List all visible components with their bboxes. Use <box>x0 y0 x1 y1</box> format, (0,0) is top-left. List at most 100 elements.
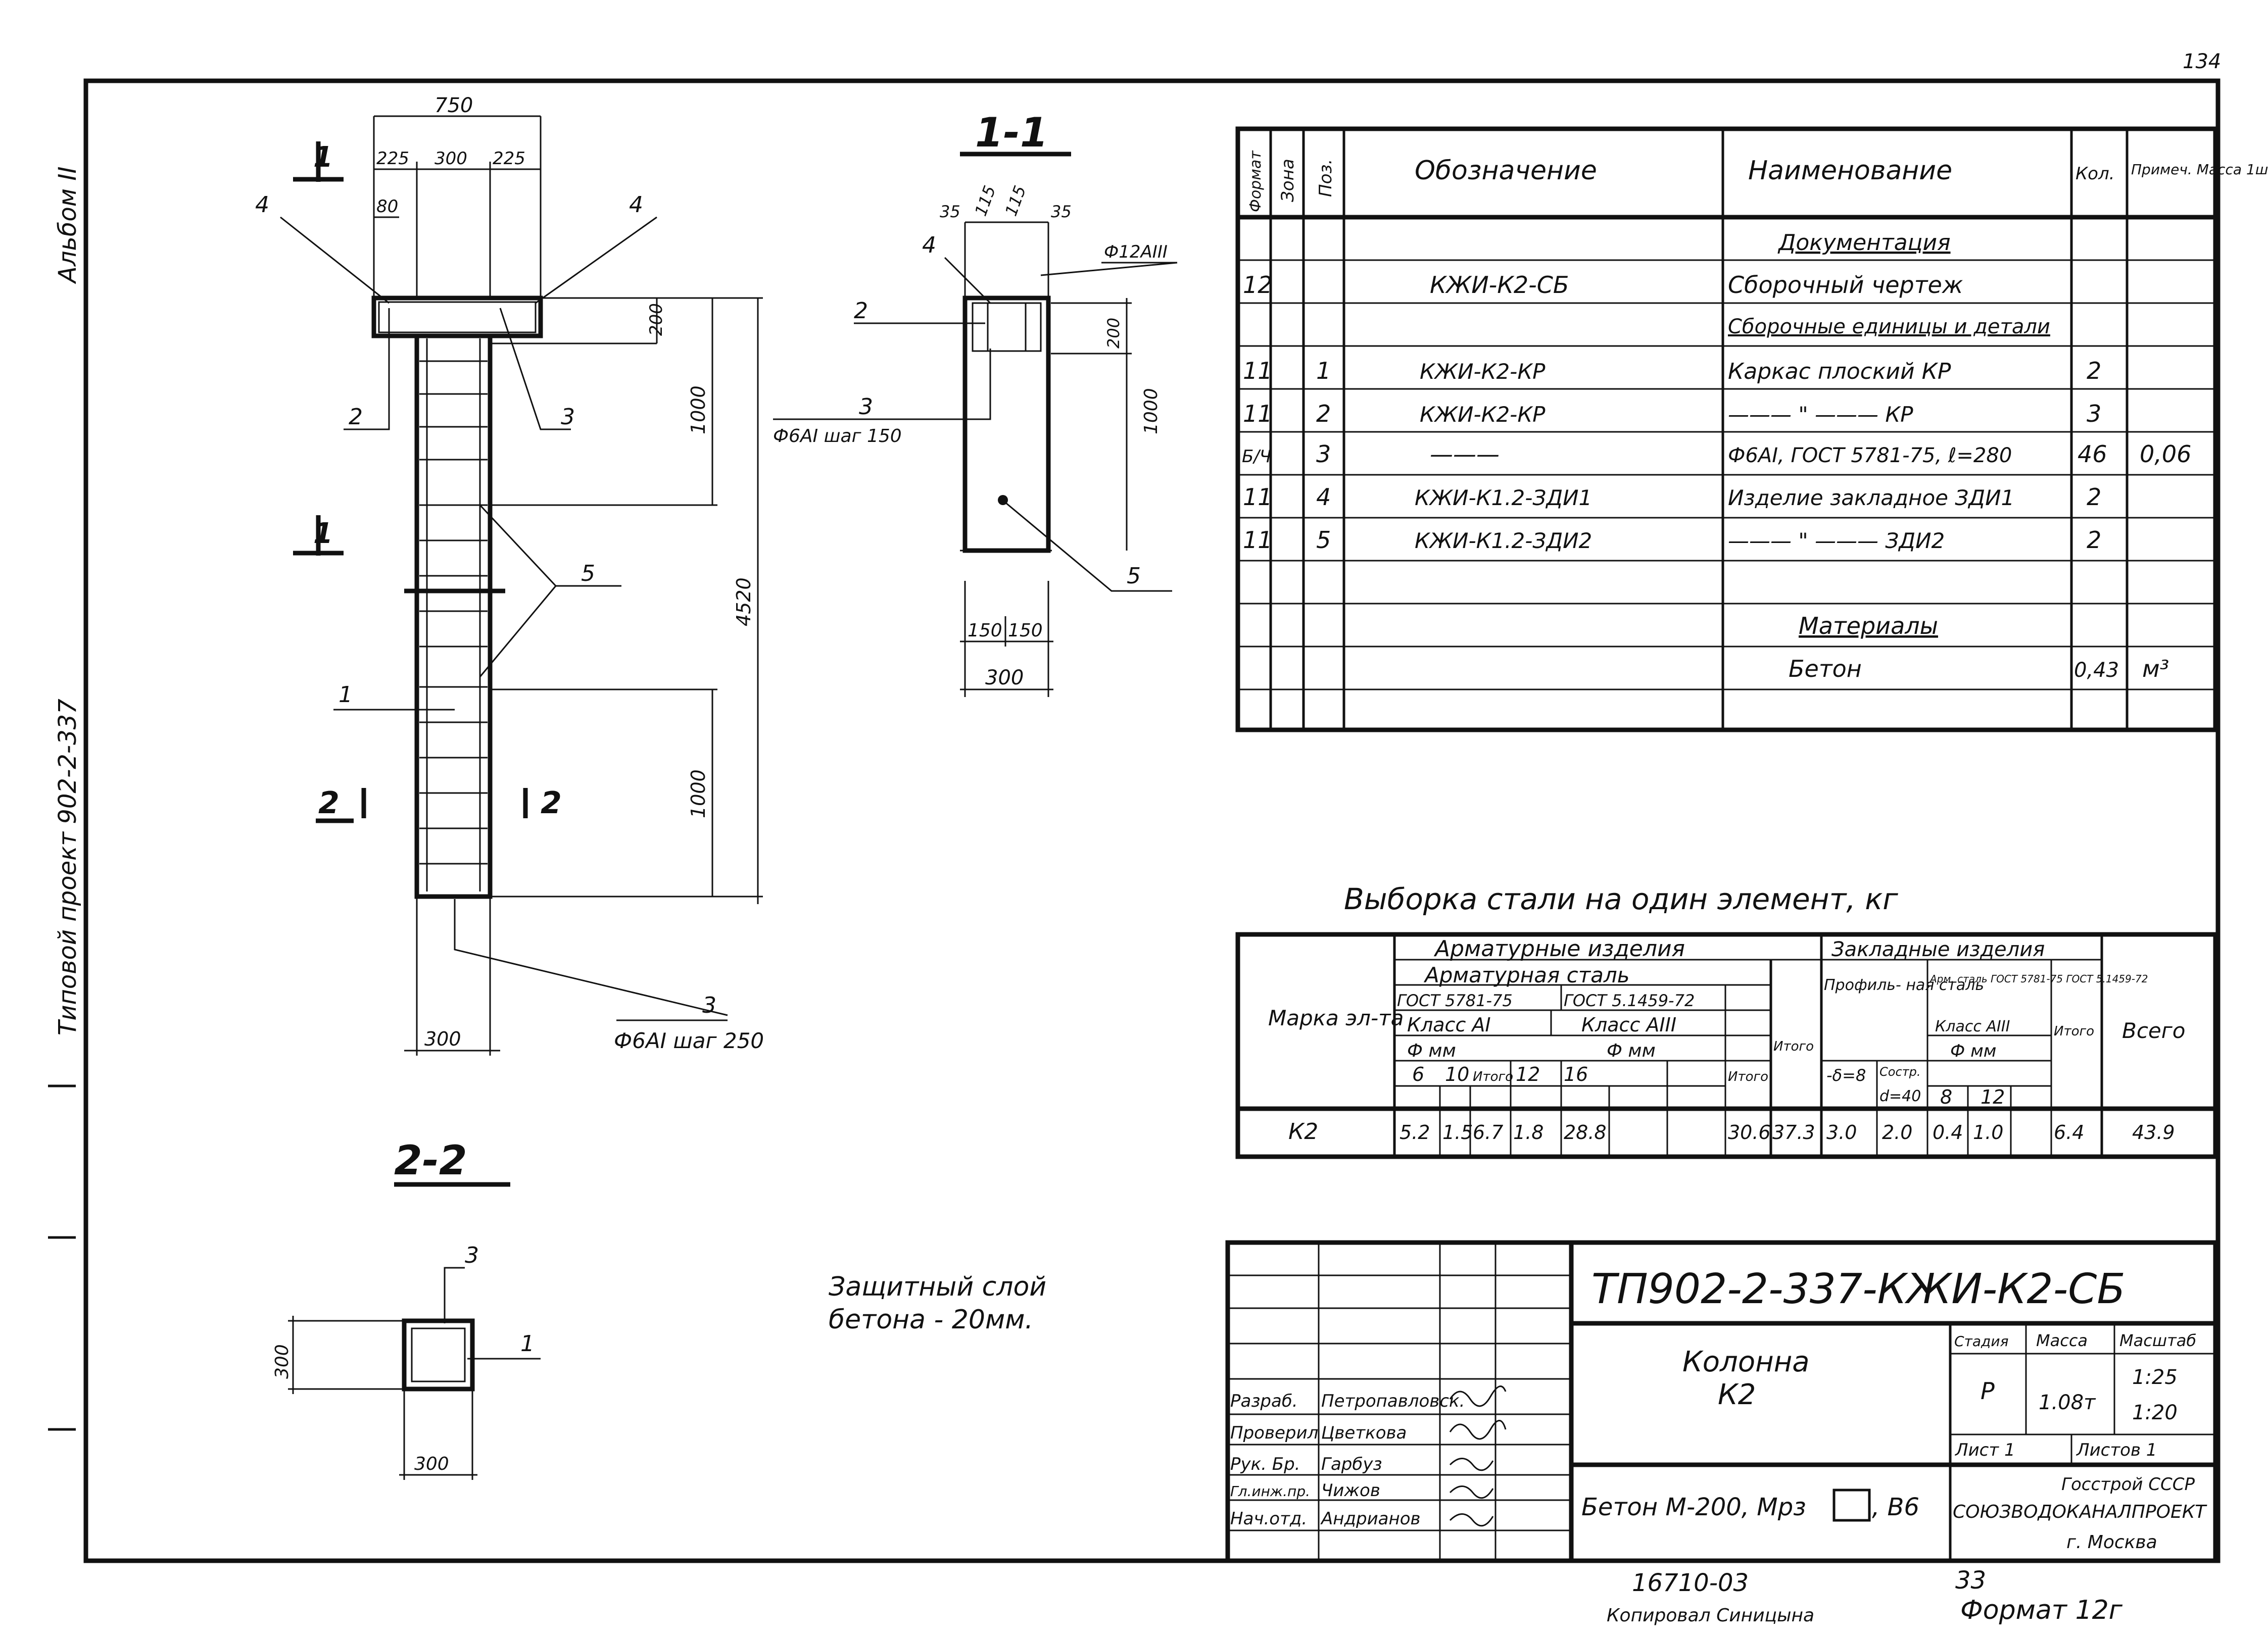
role-name: Петропавловск. <box>1321 1391 1465 1411</box>
title-block: ТП902-2-337-КЖИ-К2-СБ Колонна К2 Стадия … <box>1225 1240 2218 1563</box>
cell-v12: 1.8 <box>1513 1121 1543 1144</box>
pos-3: 3 <box>561 404 575 430</box>
h-gost5-1459: ГОСТ 5.1459-72 <box>1564 991 1695 1010</box>
dim-300-v: 300 <box>272 1344 293 1379</box>
s11-pos-4: 4 <box>922 232 936 258</box>
hdr-zone: Зона <box>1278 159 1298 202</box>
dim-200-s11: 200 <box>1104 318 1123 349</box>
protective-layer-line2: бетона - 20мм. <box>829 1305 1033 1335</box>
h-class-a1: Класс АI <box>1407 1014 1491 1036</box>
role-label: Проверил <box>1230 1423 1318 1443</box>
row-designation: КЖИ-К1.2-ЗДИ1 <box>1415 485 1592 510</box>
row-qty: 0,43 <box>2074 659 2119 682</box>
h-itogo-c: Итого <box>1773 1039 1814 1054</box>
hdr-designation: Обозначение <box>1415 156 1597 186</box>
pos-4-left: 4 <box>255 192 269 218</box>
dim-300-bottom: 300 <box>424 1028 461 1050</box>
h-class-a3: Класс АIII <box>1581 1014 1676 1036</box>
cell-delta8: 3.0 <box>1826 1121 1857 1144</box>
row-concrete: Бетон <box>1789 655 1862 682</box>
row-designation: КЖИ-К2-СБ <box>1430 271 1569 299</box>
dim-1000-s11: 1000 <box>1141 388 1162 434</box>
row-materials: Материалы <box>1799 612 1938 639</box>
stamp-mass: 1.08т <box>2039 1391 2096 1414</box>
row-qty: 46 <box>2078 440 2107 468</box>
pos-2: 2 <box>349 404 363 430</box>
h-armature-items: Арматурные изделия <box>1433 936 1685 962</box>
h-itogo-a: Итого <box>1473 1069 1513 1084</box>
cell-v16: 28.8 <box>1564 1121 1607 1144</box>
s11-pos-2: 2 <box>854 298 868 324</box>
role-label: Гл.инж.пр. <box>1230 1483 1310 1500</box>
bar-6-a1: Ф6АI шаг 150 <box>773 426 902 447</box>
doc-code: ТП902-2-337-КЖИ-К2-СБ <box>1591 1265 2126 1313</box>
h-class-a3-b: Класс АIII <box>1935 1018 2010 1035</box>
protective-layer-line1: Защитный слой <box>829 1272 1046 1302</box>
stamp-sheet: Лист 1 <box>1954 1440 2015 1460</box>
dim-1000-top: 1000 <box>687 385 709 434</box>
row-pos: 5 <box>1316 526 1331 554</box>
dim-150-a: 150 <box>968 620 1002 641</box>
row-note: 0,06 <box>2140 440 2191 468</box>
hdr-pos: Поз. <box>1316 159 1336 197</box>
role-name: Андрианов <box>1320 1509 1421 1529</box>
stamp-sheets: Листов 1 <box>2076 1440 2157 1460</box>
cell-total: 43.9 <box>2132 1121 2175 1144</box>
cell-d40: 2.0 <box>1882 1121 1912 1144</box>
stamp-org-2: СОЮЗВОДОКАНАЛПРОЕКТ <box>1953 1502 2207 1522</box>
s22-pos-1: 1 <box>520 1331 535 1357</box>
cell-itogo3: 37.3 <box>1772 1121 1815 1144</box>
cell-itogo2: 30.6 <box>1728 1121 1771 1144</box>
cell-itogo1: 6.7 <box>1473 1121 1503 1144</box>
stamp-h-scale: Масштаб <box>2119 1331 2196 1350</box>
s22-pos-3: 3 <box>465 1243 479 1268</box>
pos-1: 1 <box>339 682 353 708</box>
section-mark-1-top: 1 <box>313 141 333 174</box>
column-elevation: 750 225 300 225 80 200 1000 4520 1000 30… <box>255 94 764 1056</box>
h-total: Всего <box>2122 1018 2186 1043</box>
doc-title-1: Колонна <box>1682 1346 1810 1378</box>
cell-itogo4: 6.4 <box>2054 1121 2084 1144</box>
h-armature-steel: Арматурная сталь <box>1423 963 1630 987</box>
dim-225-left: 225 <box>376 148 409 169</box>
h-phi-mm-a: Ф мм <box>1407 1040 1456 1061</box>
row-format: 11 <box>1243 526 1273 554</box>
h-d12: 12 <box>1516 1063 1540 1085</box>
h-phi-mm-c: Ф мм <box>1950 1041 1996 1061</box>
h-mark: Марка эл-та <box>1268 1006 1404 1030</box>
stamp-material: Бетон М-200, Мрз <box>1581 1493 1806 1521</box>
hdr-note: Примеч. Масса 1шт. кг. <box>2131 161 2268 178</box>
footer-format: Формат 12г <box>1960 1595 2123 1625</box>
row-pos: 1 <box>1316 357 1331 384</box>
pos-4-right: 4 <box>629 192 643 218</box>
cell-v8: 0.4 <box>1933 1121 1963 1144</box>
row-qty: 2 <box>2087 526 2101 554</box>
section-1-1: 1-1 35 115 115 35 200 1000 150 150 300 4 <box>773 109 1178 697</box>
album-label: Альбом II <box>54 166 82 284</box>
footer-inv: 16710-03 <box>1632 1569 1749 1597</box>
role-name: Чижов <box>1321 1480 1380 1501</box>
dim-225-right: 225 <box>493 148 525 169</box>
dim-1000-bottom: 1000 <box>687 769 709 818</box>
row-qty: 2 <box>2087 357 2101 384</box>
footer-copied: Копировал Синицына <box>1607 1605 1814 1626</box>
h-d8: 8 <box>1940 1086 1952 1108</box>
s11-pos-3: 3 <box>859 394 873 420</box>
dim-300-h: 300 <box>414 1454 449 1474</box>
dim-750: 750 <box>435 94 473 117</box>
dim-35-right: 35 <box>1051 202 1072 221</box>
section-1-1-title: 1-1 <box>975 109 1048 156</box>
doc-title-2: К2 <box>1718 1378 1756 1411</box>
row-designation: КЖИ-К1.2-ЗДИ2 <box>1415 528 1592 553</box>
row-qty: 2 <box>2087 483 2101 511</box>
bar-note-250: Ф6АI шаг 250 <box>614 1028 764 1053</box>
row-qty: 3 <box>2087 400 2101 427</box>
role-label: Нач.отд. <box>1230 1509 1307 1529</box>
section-2-2: 2-2 300 300 3 1 <box>272 1137 541 1480</box>
steel-data-row: К2 5.2 1.5 6.7 1.8 28.8 30.6 37.3 3.0 2.… <box>1288 1119 2175 1145</box>
row-name: ——— " ——— КР <box>1728 402 1913 427</box>
h-sostr: Состр. <box>1879 1065 1920 1079</box>
hdr-qty: Кол. <box>2076 164 2114 184</box>
